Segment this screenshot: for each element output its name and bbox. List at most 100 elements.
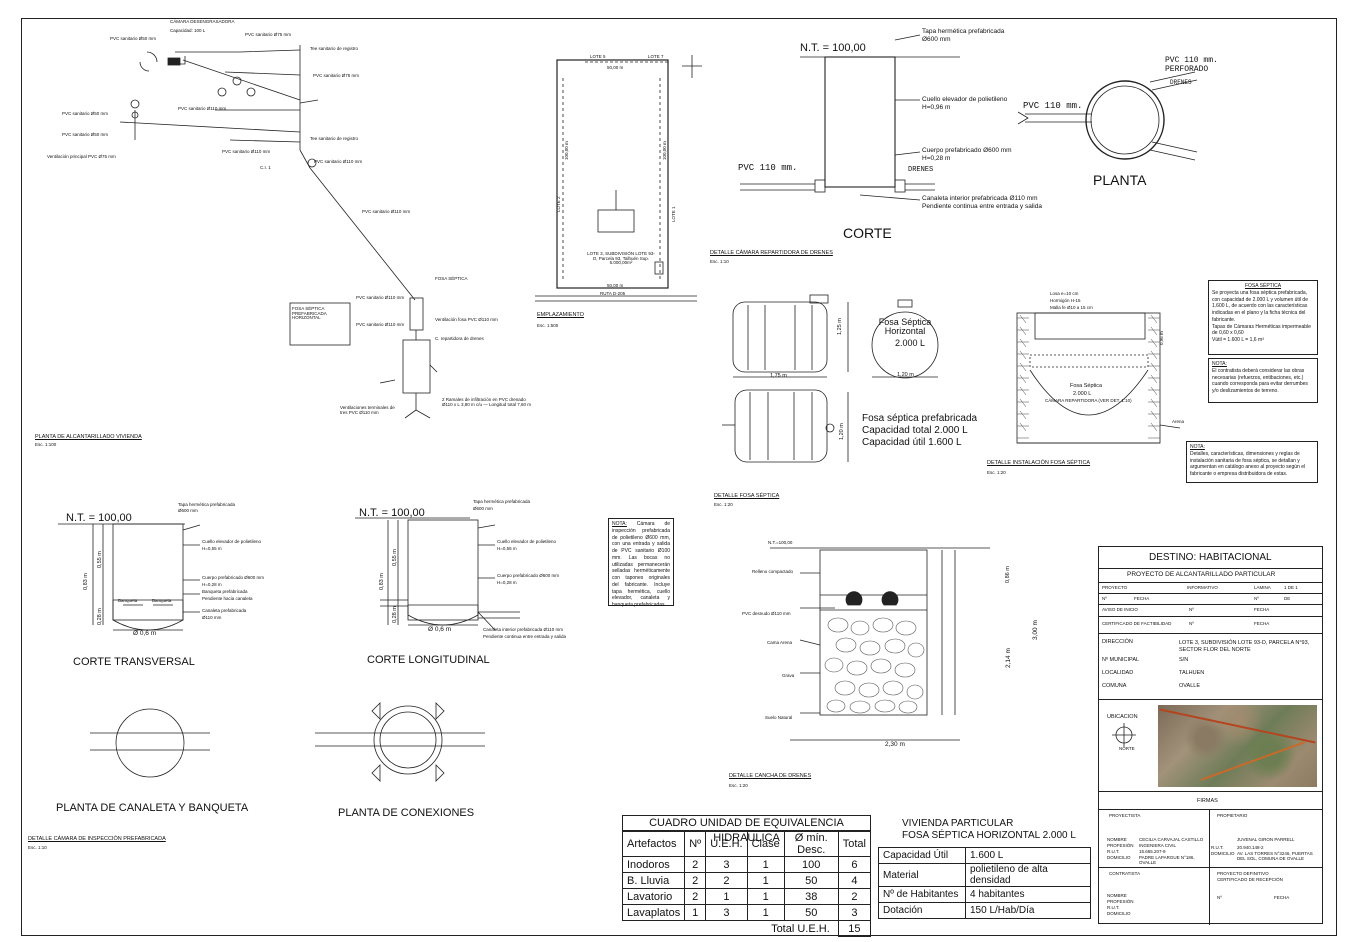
fosa-h-side2: 1,20 m [839,423,845,440]
tb-localidad-val: TALHUEN [1179,670,1205,676]
tb-destino-row: DESTINO: HABITACIONAL [1099,547,1322,569]
ct-cuello: Cuello elevador de polietileno [202,539,262,544]
fosa-desc-3: Capacidad útil 1.600 L [862,437,962,448]
instalacion-fosa-cap: 2.000 L [1073,391,1092,397]
pvc-label-9: PVC sanitario Ø110 mm [362,209,411,214]
tb-comuna-lbl: COMUNA [1102,683,1127,689]
cuadro-h0: Artefactos [621,831,686,857]
lote-2-label: LOTE 2 [556,196,561,212]
cancha-lines [770,547,990,741]
tb-fecha-final: FECHA [1274,895,1290,900]
note-detalles-title: NOTA: [1190,444,1205,450]
planta-canaleta-title: PLANTA DE CANALETA Y BANQUETA [56,802,249,814]
pvc-label-3: PVC sanitario Ø75 mm [313,73,360,78]
detalle-inspeccion-title: DETALLE CÁMARA DE INSPECCIÓN PREFABRICAD… [28,836,166,842]
malla-label: Malla fe Ø10 a 15 cm [1050,305,1093,310]
cuadro-cell: 3 [705,856,748,873]
tb-localidad-lbl: LOCALIDAD [1102,670,1134,676]
ci1-label: C.I. 1 [260,165,271,170]
vivienda-key: Material [878,863,966,887]
tb-lamina-val: 1 DE 1 [1284,585,1298,590]
detalle-repartidora-scale: Esc. 1:10 [710,259,729,264]
fosa-detalle-lines [722,294,939,463]
cl-h2: 0,83 m [379,573,385,590]
fosa-septica-plan-label: FOSA SÉPTICA [435,276,468,281]
detalle-fosa-title: DETALLE FOSA SÉPTICA [714,493,780,499]
cuadro-h5: Total [837,831,872,857]
ct-banqueta-right: Banqueta [152,598,172,603]
ct-canaleta: Canaleta prefabricada [202,608,247,613]
ct-cuello-h: H=0,55 m [202,546,222,551]
cuadro-cell: 1 [684,904,707,921]
tb-row-firmas: FIRMAS PROYECTISTA PROPIETARIO NOMBRE CE… [1099,792,1322,925]
tb-firmas-divider [1209,809,1210,867]
pvc-label-4: PVC sanitario Ø110 mm [178,106,227,111]
cuadro-h3: Clase [746,831,785,857]
pvc-label-11: PVC sanitario Ø110 mm [356,322,405,327]
note-detalles: NOTA: Detalles, características, dimensi… [1186,441,1318,483]
cancha-stones [824,617,925,714]
tb-k-nombre: NOMBRE [1107,837,1127,842]
cl-canaleta-int: Canaleta interior prefabricada Ø110 mm [483,627,563,632]
emplazamiento-title: EMPLAZAMIENTO [537,312,584,318]
note-fosa-tapas: Tapas de Cámaras Herméticas impermeable … [1212,323,1311,337]
cuadro-cell: 50 [783,904,839,921]
tb-municipal-val: S/N [1179,657,1189,663]
note-fosa-vol: Vútil = 1.600 L = 1,6 m³ [1212,337,1264,343]
detalle-instalacion-scale: Esc. 1:20 [987,470,1006,475]
vivienda-key: Capacidad Útil [878,847,966,864]
ct-nt-label: N.T. = 100,00 [66,512,132,524]
ct-banqueta: Banqueta prefabricada [202,589,248,594]
cl-dim-ancho: Ø 0,6 m [428,626,452,633]
tb-propietario: PROPIETARIO [1217,813,1248,818]
corte-repartidora-lines [740,34,960,201]
ct-dim-ancho: Ø 0,6 m [133,630,157,637]
cuadro-h2: U.E.H. [705,831,748,857]
tb-firmas: FIRMAS [1197,798,1218,804]
ct-tapa-dim: Ø600 mm [178,508,198,513]
corte-tapa-label: Tapa hermética prefabricada [922,28,1005,35]
table-row: Lavaplatos 1 3 1 50 3 [621,904,872,921]
pvc-label-6: PVC sanitario Ø50 mm [62,132,109,137]
tb-row-n: Nº FECHA Nº DE [1099,594,1322,605]
cancha-cama: Cama Arena [767,640,793,645]
planta-repartidora-lines [1017,71,1198,161]
planta-title: PLANTA [1093,172,1147,188]
tb-n-final: Nº [1217,895,1222,900]
planta-canaleta-lines [90,708,210,778]
map-road-2 [1200,741,1306,781]
tb-proy-rut: 15.665.207-9 [1139,849,1166,854]
camara-desengrasadora-label: CÁMARA DESENGRASADORA [170,19,235,24]
cancha-h2: 2,14 m [1005,648,1012,668]
tb-informativo: INFORMATIVO [1187,585,1218,590]
instalacion-camara-label: CÁMARA REPARTIDORA (VER DET. 1:10) [1045,398,1132,403]
cuadro-total-value: 15 [837,920,872,937]
ct-canaleta-dim: Ø110 mm [202,615,222,620]
corte-transversal-lines [58,523,201,631]
ct-tapa: Tapa hermética prefabricada [178,502,236,507]
cuadro-cell: 1 [746,872,785,889]
corte-cuello-h: H=0,96 m [922,104,951,111]
tee-label: Tee sanitario de registro [310,46,359,51]
note-camara: NOTA: Cámara de inspección prefabricada … [608,518,674,608]
cuadro-h4: Ø mín. Desc. [783,831,839,857]
tb-proyecto-title-row: PROYECTO DE ALCANTARILLADO PARTICULAR [1099,569,1322,583]
tb-ubicacion: UBICACION [1107,714,1138,720]
tb-k-rut-2: R.U.T. [1211,845,1224,850]
planta-conexiones-title: PLANTA DE CONEXIONES [338,807,475,819]
corte-longitudinal-title: CORTE LONGITUDINAL [367,654,490,666]
hormigon-label: Hormigón H-15 [1050,298,1081,303]
tb-row-aviso: AVISO DE INICIO Nº FECHA [1099,605,1322,617]
tb-proy-dom: PADRE LAPARGUE N°186, OVALLE [1139,855,1195,865]
cuadro-total-label: Total U.E.H. [771,922,830,935]
emplazamiento-lines [535,55,702,302]
ct-h2: 0,83 m [83,573,89,590]
tb-c-prof: PROFESIÓN [1107,899,1134,904]
pvc-label-10: PVC sanitario Ø110 mm [356,295,405,300]
tb-c-dom: DOMICILIO [1107,911,1131,916]
cuadro-cell: 3 [837,904,872,921]
tb-c-rut: R.U.T. [1107,905,1120,910]
